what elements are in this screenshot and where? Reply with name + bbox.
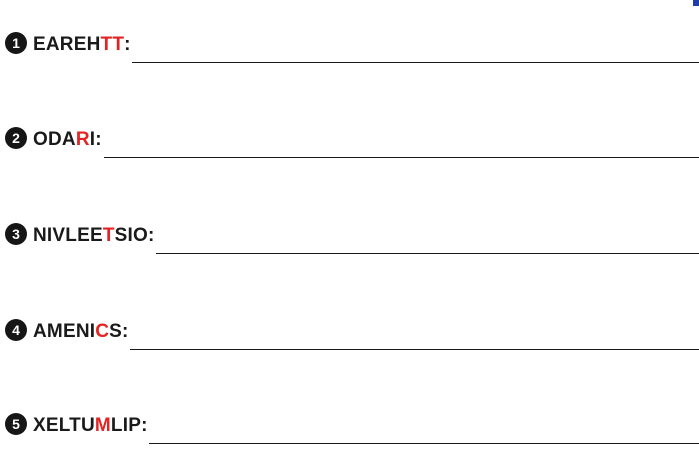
highlighted-letters: R (75, 129, 90, 150)
scrambled-word-5: XELTUMLIP (33, 415, 142, 436)
scrambled-word-2: ODARI (33, 129, 96, 150)
highlighted-letters: T (102, 225, 115, 246)
number-badge-3: 3 (5, 223, 27, 245)
colon: : (122, 321, 129, 342)
colon: : (95, 129, 102, 150)
scramble-item-5: 5 XELTUMLIP : (5, 411, 699, 444)
answer-line-1[interactable] (132, 62, 699, 63)
colon: : (141, 415, 148, 436)
number-badge-5: 5 (5, 413, 27, 435)
corner-decoration (693, 0, 699, 6)
highlighted-letters: TT (100, 34, 125, 55)
number-badge-4: 4 (5, 319, 27, 341)
answer-line-2[interactable] (103, 157, 699, 158)
highlighted-letters: M (94, 415, 111, 436)
answer-line-3[interactable] (156, 253, 699, 254)
colon: : (147, 225, 155, 246)
colon: : (124, 34, 131, 55)
highlighted-letters: C (95, 321, 110, 342)
scramble-item-2: 2 ODARI : (5, 125, 699, 158)
number-badge-1: 1 (5, 32, 27, 54)
scrambled-word-4: AMENICS (33, 321, 123, 342)
number-badge-2: 2 (5, 127, 27, 149)
scrambled-word-1: EAREHTT (33, 34, 125, 55)
scramble-item-1: 1 EAREHTT : (5, 30, 699, 63)
answer-line-5[interactable] (149, 443, 699, 444)
answer-line-4[interactable] (130, 349, 699, 350)
scrambled-word-3: NIVLEETSIO (33, 225, 148, 246)
scramble-item-3: 3 NIVLEETSIO : (5, 221, 699, 254)
scramble-item-4: 4 AMENICS : (5, 317, 699, 350)
